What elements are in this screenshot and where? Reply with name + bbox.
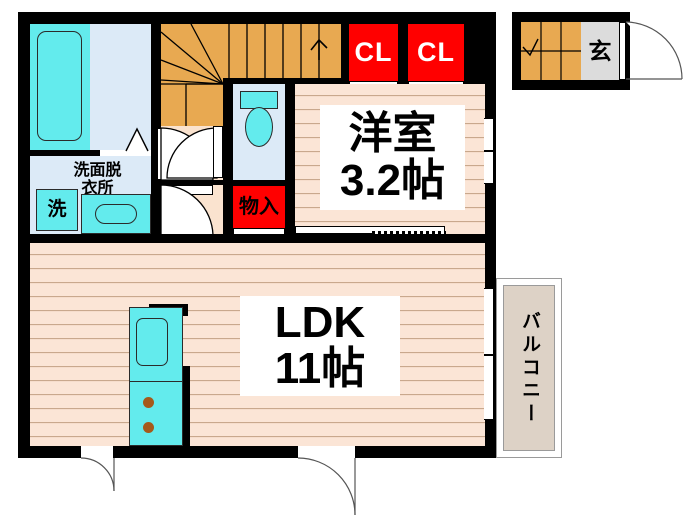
gas-stove-icon [129,381,183,446]
storage-closet-area [233,186,285,228]
entrance-tile-area [581,22,619,80]
stove-burner-front-icon [143,397,154,408]
ldk-hall-door-swing-icon [160,184,214,236]
cl1-left-wall [341,12,349,84]
ldk-label: LDK 11帖 [240,296,400,396]
ldk-top-wall [30,234,485,243]
stair-landing-wall [161,78,223,84]
washer-pan-icon [36,189,78,231]
cl-divider-wall [398,12,408,84]
balcony-label: バルコニー [518,310,540,426]
hall-mid-divider [161,180,223,185]
toilet-right-wall [285,84,295,234]
toilet-left-wall [223,84,233,234]
bath-washroom-partition [30,150,151,156]
staircase-lower-landing [161,84,223,126]
toilet-door-leaf [213,126,223,178]
ldk-floor [30,243,485,446]
western-room-ldk-sliding-track [372,231,446,234]
cl1-label: CL [354,37,393,68]
cl1-area [349,24,398,81]
washroom-label: 洗面脱 衣所 [73,161,122,197]
western-room-window-mullion [484,150,493,152]
bathroom-door-arrow-icon [125,127,149,152]
ldk-door-center-sill [298,446,355,458]
toilet-bottom-wall [233,180,285,186]
bathroom-door-sill [100,150,151,156]
toilet-bowl-icon [245,107,273,147]
cl2-label: CL [417,37,455,68]
entrance-step-grid-icon [521,22,581,80]
bathtub-icon [37,31,82,141]
toilet-door-swing-icon [166,127,218,179]
staircase-area [161,24,341,84]
storage-closet-label: 物入 [239,195,279,218]
ldk-door-center-swing-icon [297,457,356,516]
ldk-door-left-swing-icon [80,457,115,492]
washroom-right-wall [151,24,161,234]
washer-label: 洗 [47,199,67,221]
ldk-door-left-sill [81,446,113,458]
cl2-area [408,24,464,81]
western-room-ldk-sliding-door [295,226,445,234]
kitchen-sink-basin-icon [136,318,168,366]
entrance-label: 玄 [588,37,612,64]
staircase-treads-icon [160,23,328,126]
ldk-balcony-door-mullion [484,354,493,356]
balcony-floor [503,285,555,451]
stove-burner-back-icon [143,422,154,433]
entrance-door-leaf [619,22,626,80]
entrance-door-swing-icon [625,21,683,80]
western-room-label: 洋室 3.2帖 [320,105,465,210]
vanity-basin-icon [95,204,137,224]
stair-top-divider [223,78,341,84]
kitchen-partition-right [180,366,190,446]
